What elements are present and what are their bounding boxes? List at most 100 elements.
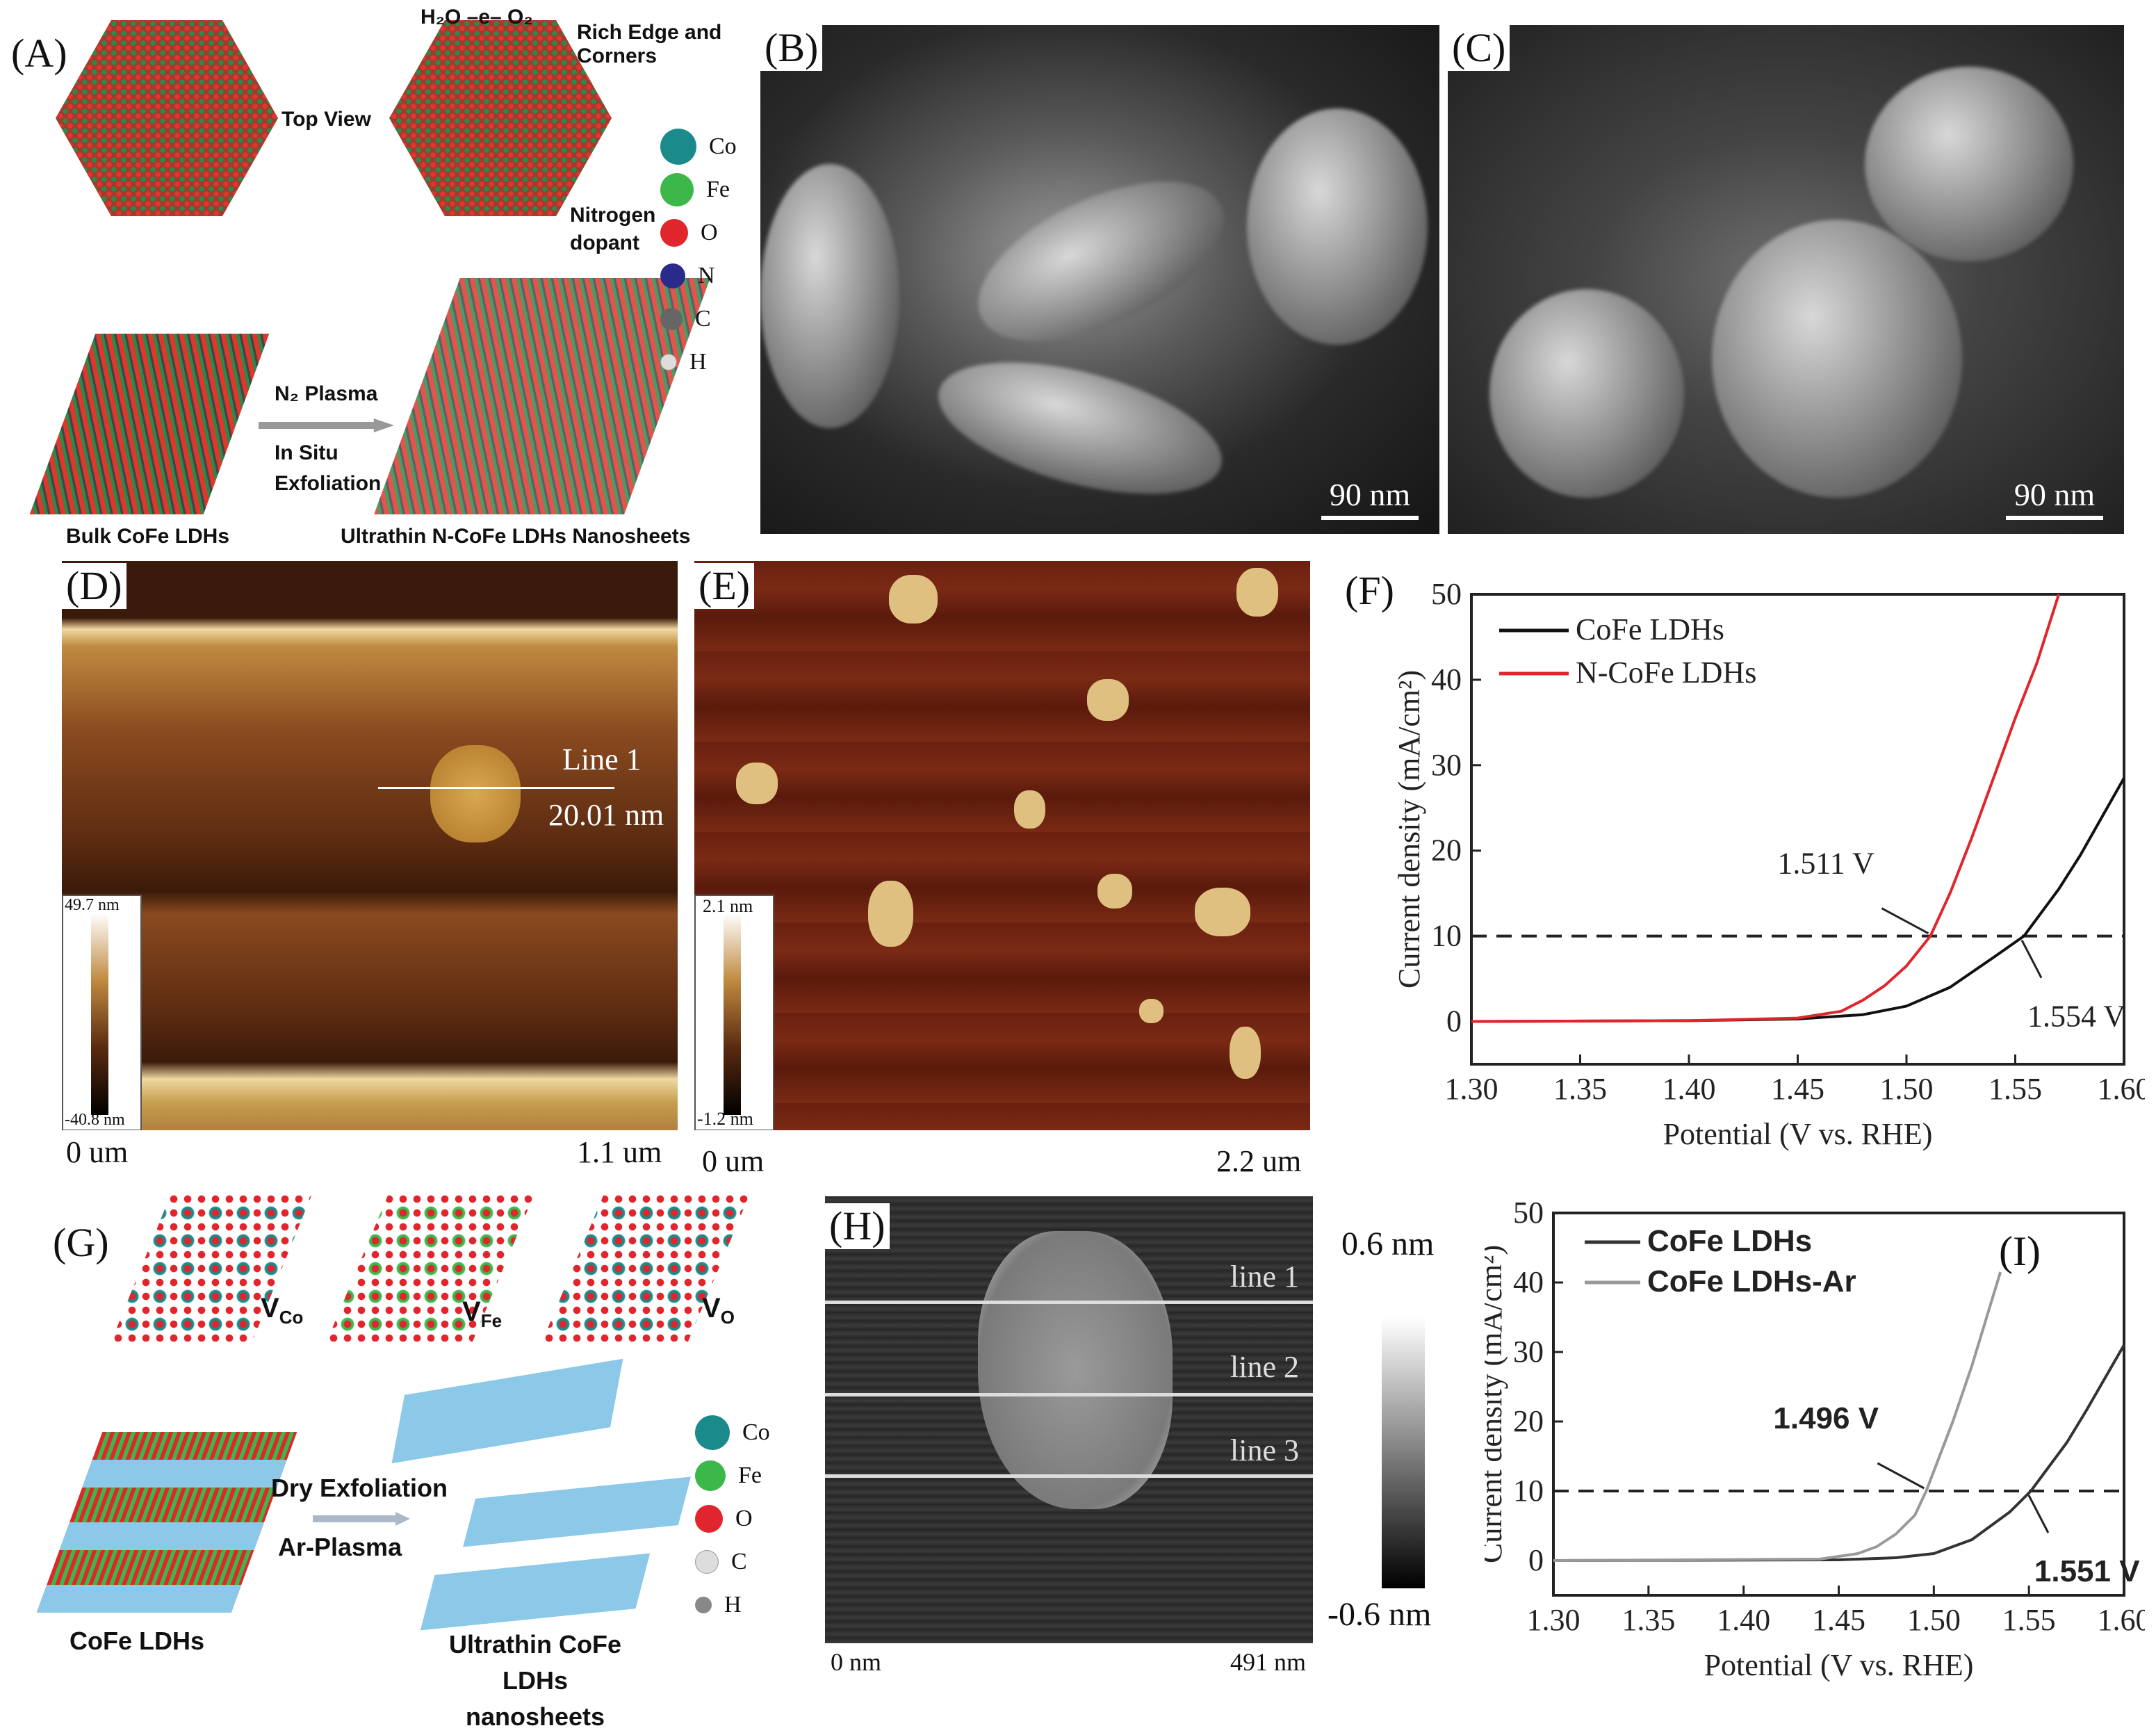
annotation-arrow xyxy=(2020,939,2043,979)
panel-label: (A) xyxy=(11,31,67,76)
y-tick-label: 10 xyxy=(1513,1474,1544,1508)
annotation-label: 1.511 V xyxy=(1777,847,1875,881)
annotation-arrow xyxy=(1881,907,1929,934)
vfe-label: VFe xyxy=(462,1296,503,1331)
x-tick-label: 1.55 xyxy=(1988,1072,2042,1106)
y-tick-label: 10 xyxy=(1431,919,1462,953)
bulk-layers xyxy=(29,334,270,514)
reaction-label: H₂O –e– O₂ xyxy=(420,6,533,28)
x-tick-label: 1.60 xyxy=(2098,1603,2146,1637)
y-tick-label: 0 xyxy=(1528,1543,1544,1577)
x-tick-label: 1.50 xyxy=(1880,1072,1934,1106)
ar-plasma-label: Ar-Plasma xyxy=(278,1533,402,1561)
line-3-marker xyxy=(825,1474,1313,1478)
series-line-0 xyxy=(1553,1344,2125,1562)
bulk-label: Bulk CoFe LDHs xyxy=(66,525,230,548)
x-tick-label: 1.30 xyxy=(1445,1072,1498,1106)
panel-b-sem-image: (B) 90 nm xyxy=(760,25,1439,534)
e-x-end: 2.2 um xyxy=(1216,1144,1302,1178)
x-tick-label: 1.55 xyxy=(2002,1603,2056,1637)
series-line-1 xyxy=(1553,1271,2002,1562)
legend-co: Co xyxy=(695,1411,770,1454)
annotation-label: 1.551 V xyxy=(2034,1554,2140,1588)
in-situ-label: In Situ Exfoliation xyxy=(275,441,382,495)
exfoliation-arrow xyxy=(313,1512,410,1526)
legend-co: Co xyxy=(660,125,737,168)
line-1-marker xyxy=(378,787,614,789)
nanosheets xyxy=(420,1553,651,1631)
h-cmax: 0.6 nm xyxy=(1341,1225,1435,1262)
y-tick-label: 40 xyxy=(1431,662,1462,697)
y-tick-label: 50 xyxy=(1431,577,1462,611)
line-1-marker xyxy=(825,1301,1313,1304)
atom-legend: Co Fe O C H xyxy=(695,1411,770,1627)
panel-label: (G) xyxy=(53,1220,109,1265)
panel-label: (F) xyxy=(1341,568,1398,614)
legend-fe: Fe xyxy=(695,1454,770,1497)
panel-c-sem-image: (C) 90 nm xyxy=(1448,25,2124,534)
panel-f-chart: (F) 1.30 1.35 1.40 1.45 1.50 1.55 1.60 0 10 20 30 4… xyxy=(1327,561,2151,1154)
x-tick-label: 1.35 xyxy=(1553,1072,1607,1106)
scale-bar: 90 nm xyxy=(2006,476,2103,520)
rich-edge-label: Rich Edge and Corners xyxy=(577,21,722,67)
panel-h-afm-image: line 1 line 2 line 3 (H) xyxy=(825,1196,1313,1643)
scale-bar: 90 nm xyxy=(1321,476,1419,520)
plot-frame xyxy=(1470,593,2125,1066)
nitrogen-label: Nitrogen dopant xyxy=(570,204,656,254)
chart-f-svg: 1.30 1.35 1.40 1.45 1.50 1.55 1.60 0 10 20 30 40 50P… xyxy=(1392,577,2151,1151)
h-x-start: 0 nm xyxy=(831,1648,882,1676)
annotation-arrow xyxy=(1877,1462,1925,1490)
dry-exfoliation-label: Dry Exfoliation xyxy=(271,1474,448,1502)
panel-g: (G) VCo VFe VO Dry Exfoliation Ar-Plasma… xyxy=(0,1182,770,1731)
height-label: 20.01 nm xyxy=(548,798,664,832)
d-x-start: 0 um xyxy=(66,1135,129,1169)
x-tick-label: 1.45 xyxy=(1812,1603,1865,1637)
panel-label: (B) xyxy=(760,25,823,71)
x-tick-label: 1.45 xyxy=(1771,1072,1824,1106)
legend-n: N xyxy=(660,254,737,298)
legend-label-0: CoFe LDHs xyxy=(1576,612,1724,646)
legend-label-0: CoFe LDHs xyxy=(1647,1224,1812,1258)
h-colorbar xyxy=(1382,1317,1425,1588)
colorbar: 2.1 nm -1.2 nm xyxy=(694,895,774,1130)
y-axis-label: Current density (mA/cm²) xyxy=(1392,670,1426,988)
x-tick-label: 1.60 xyxy=(2098,1072,2146,1106)
d-x-end: 1.1 um xyxy=(577,1135,662,1169)
vo-label: VO xyxy=(702,1293,735,1328)
y-tick-label: 0 xyxy=(1446,1004,1462,1038)
legend-h: H xyxy=(695,1583,770,1627)
x-tick-label: 1.50 xyxy=(1907,1603,1961,1637)
top-view-hexagon xyxy=(56,20,278,216)
y-axis-label: Current density (mA/cm²) xyxy=(1485,1245,1508,1563)
x-tick-label: 1.35 xyxy=(1622,1603,1675,1637)
vco-label: VCo xyxy=(261,1293,304,1328)
panel-d-label: (D) xyxy=(62,563,126,609)
legend-label-1: N-CoFe LDHs xyxy=(1576,655,1756,690)
x-axis-label: Potential (V vs. RHE) xyxy=(1704,1648,1974,1682)
y-tick-label: 20 xyxy=(1431,833,1462,868)
x-axis-label: Potential (V vs. RHE) xyxy=(1663,1117,1933,1151)
y-tick-label: 30 xyxy=(1431,748,1462,782)
legend-label-1: CoFe LDHs-Ar xyxy=(1647,1264,1856,1298)
y-tick-label: 40 xyxy=(1513,1265,1544,1299)
annotation-arrow xyxy=(2027,1494,2050,1533)
panel-e-label: (E) xyxy=(694,563,755,609)
x-tick-label: 1.40 xyxy=(1663,1072,1716,1106)
ultrathin-label: Ultrathin CoFe LDHs nanosheets xyxy=(449,1630,621,1731)
panel-a: (A) Top View H₂O –e– O₂ Rich Edge and Co… xyxy=(0,0,749,549)
bulk-label: CoFe LDHs xyxy=(70,1627,205,1655)
legend-fe: Fe xyxy=(660,168,737,211)
h-cmin: -0.6 nm xyxy=(1328,1596,1432,1633)
annotation-label: 1.554 V xyxy=(2027,1000,2125,1034)
ultrathin-label: Ultrathin N-CoFe LDHs Nanosheets xyxy=(341,525,691,548)
e-x-start: 0 um xyxy=(702,1144,765,1178)
atom-legend: Co Fe O N C H xyxy=(660,125,737,384)
legend-c: C xyxy=(695,1540,770,1583)
series-line-0 xyxy=(1471,777,2125,1023)
bulk-layers xyxy=(36,1432,297,1613)
nanosheets xyxy=(463,1476,691,1547)
series-line-1 xyxy=(1471,594,2061,1023)
h-x-end: 491 nm xyxy=(1230,1648,1307,1676)
